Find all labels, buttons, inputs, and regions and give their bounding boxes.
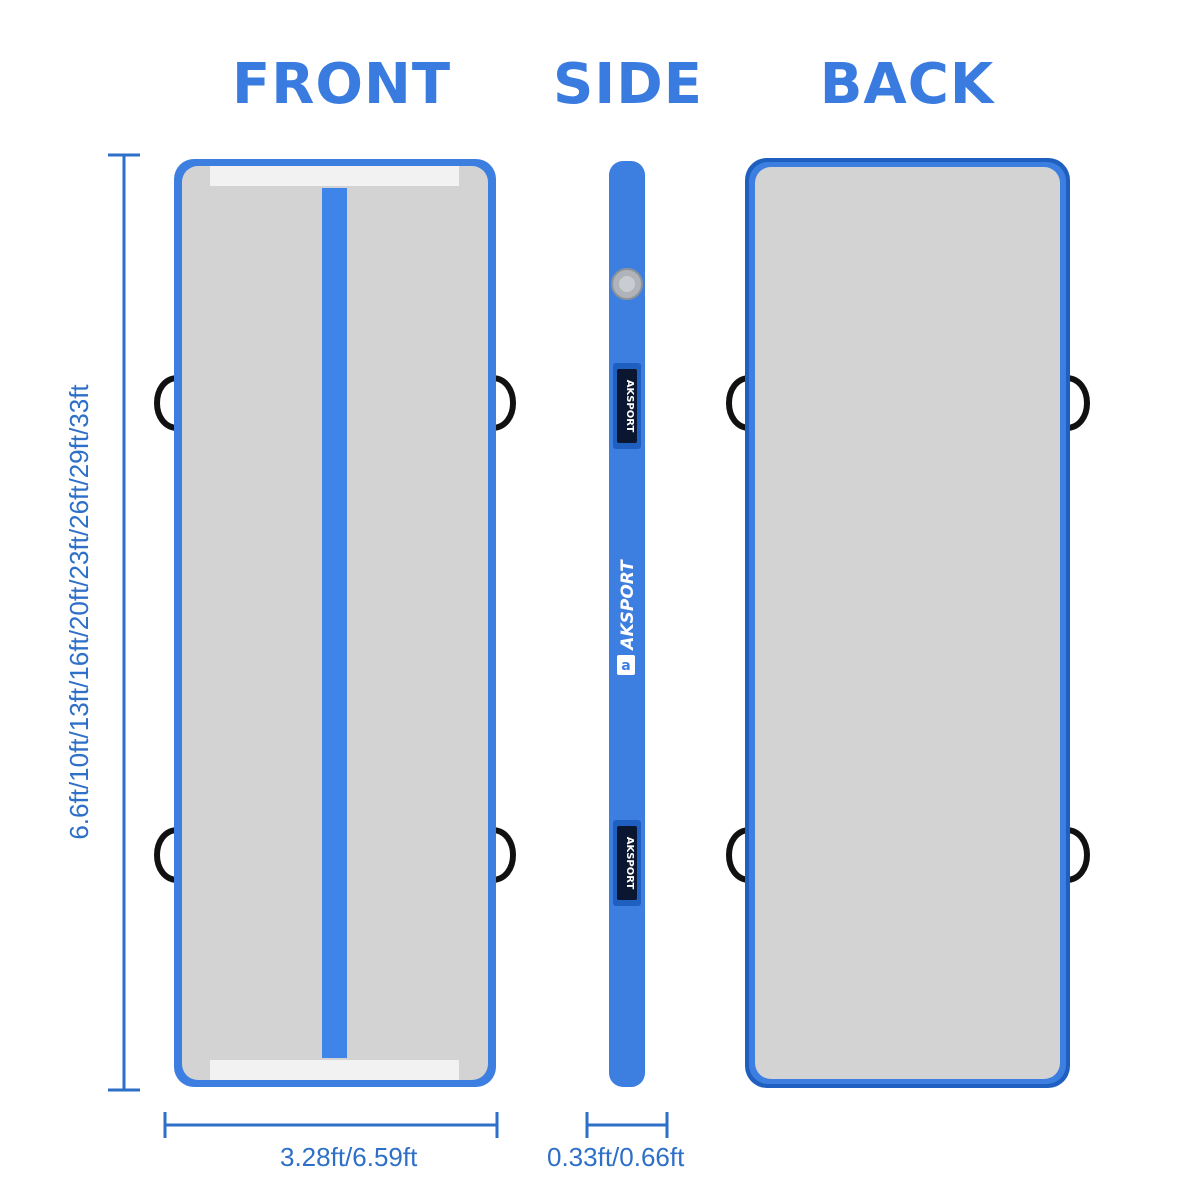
handle-icon [726,375,751,431]
front-title: FRONT [232,52,452,117]
handle-icon [154,827,179,883]
side-view: a [609,161,645,1087]
handle-icon [726,827,751,883]
length-dimension-line [108,153,140,1092]
length-label: 6.6ft/10ft/13ft/16ft/20ft/23ft/26ft/29ft… [64,384,94,840]
width-label: 3.28ft/6.59ft [280,1142,418,1172]
front-bottom-strip [210,1060,459,1080]
handle-icon [491,827,516,883]
handle-icon [491,375,516,431]
front-view [154,159,516,1087]
side-brand-text-main: AKSPORT [618,559,638,652]
side-brand-text-bottom: AKSPORT [624,837,635,890]
brand-logo-icon [617,655,635,675]
height-dimension-line [585,1112,669,1138]
side-brand-text-top: AKSPORT [624,380,635,433]
back-view [726,158,1090,1088]
front-top-strip [210,166,459,186]
front-center-stripe [322,188,347,1058]
back-mat-surface [755,167,1060,1079]
width-dimension-line [163,1112,499,1138]
side-title: SIDE [553,52,703,117]
handle-icon [1065,375,1090,431]
height-label: 0.33ft/0.66ft [547,1142,685,1172]
handle-icon [154,375,179,431]
back-title: BACK [819,52,995,117]
logo-letter: a [621,658,630,674]
handle-icon [1065,827,1090,883]
